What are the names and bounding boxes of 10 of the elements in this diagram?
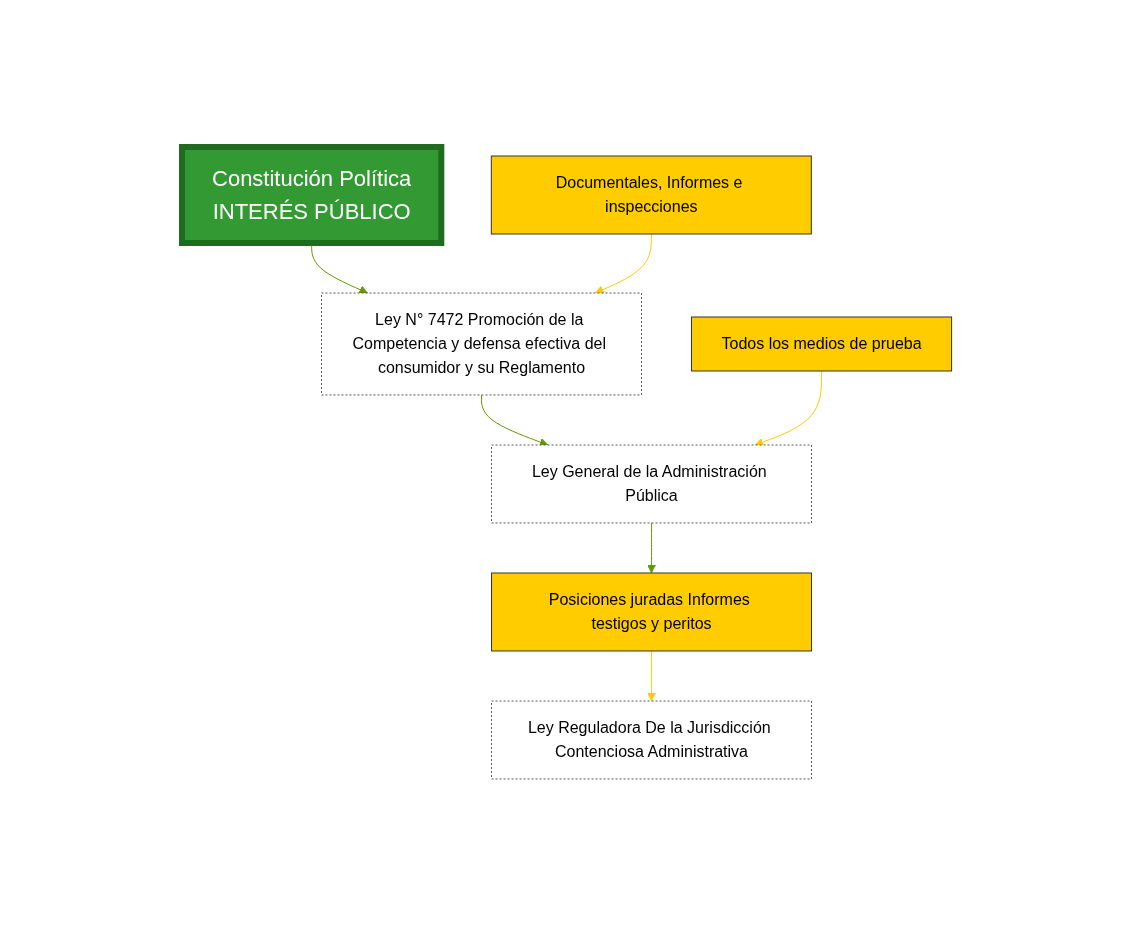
arrow <box>647 650 657 702</box>
node-box: Documentales, Informes e inspecciones <box>491 155 812 235</box>
node-box: Ley Reguladora De la Jurisdicción Contenciosa Administrativa <box>491 700 813 780</box>
node-box: Posiciones juradas Informes testigos y peritos <box>491 572 813 652</box>
arrow <box>595 233 652 294</box>
node-box: Ley General de la Administración Pública <box>491 444 813 524</box>
node-box: Todos los medios de prueba <box>691 316 953 372</box>
node-box: Constitución Política INTERÉS PÚBLICO <box>179 144 445 246</box>
arrow <box>647 522 657 574</box>
node-box: Ley N° 7472 Promoción de la Competencia y defensa efectiva del consumidor y su Reglamento <box>321 292 643 396</box>
